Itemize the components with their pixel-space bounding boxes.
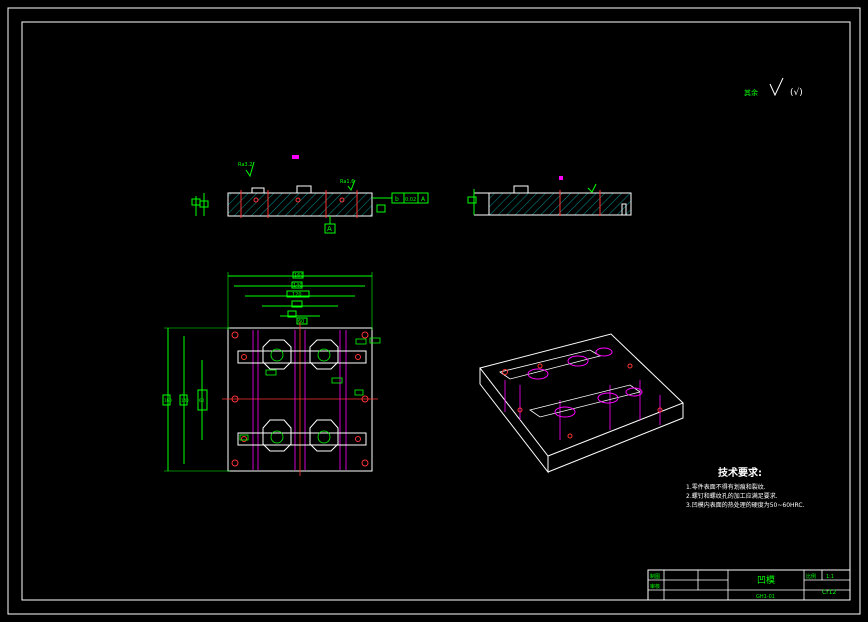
datum-label: A xyxy=(327,225,332,233)
front-section-step xyxy=(251,187,265,194)
surface-roughness-note: 其余 (√) xyxy=(744,77,803,98)
side-section-step xyxy=(513,185,529,194)
tech-item: 3.凹模内表面的热处理的硬度为50~60HRC. xyxy=(686,501,805,509)
title-block-frame xyxy=(647,569,851,601)
side-slot xyxy=(621,203,627,216)
dim-box xyxy=(467,196,477,204)
drawing-number: GH1-01 xyxy=(756,594,775,600)
datum-box xyxy=(324,223,336,234)
title-block: 制图 审核 凹模 比例 1:1 GH1-01 Cr12 xyxy=(647,569,851,601)
note-marker xyxy=(559,176,563,180)
dim-text: 60 xyxy=(199,398,205,403)
row-label: 审核 xyxy=(650,583,660,590)
dim-box xyxy=(179,394,188,406)
note-marker xyxy=(292,155,299,159)
material: Cr12 xyxy=(822,589,836,596)
iso-cavities xyxy=(527,347,643,418)
front-section-step xyxy=(296,185,312,194)
roughness-label: Ra3.2 xyxy=(238,162,252,168)
dim-box xyxy=(296,317,308,325)
iso-slots xyxy=(499,349,641,418)
plan-holes xyxy=(231,331,369,467)
dim-box xyxy=(197,389,208,411)
isometric-view xyxy=(479,333,684,474)
scale-value: 1:1 xyxy=(826,574,834,580)
tech-title: 技术要求: xyxy=(718,466,762,479)
title-block-grid xyxy=(648,570,850,600)
roughness-check-icon xyxy=(587,183,597,193)
iso-holes xyxy=(502,363,663,439)
dim-text: 140 xyxy=(293,283,303,289)
dim-text: 120 xyxy=(292,292,302,298)
roughness-check-icon xyxy=(769,77,784,97)
dim-text: 160 xyxy=(294,273,304,279)
dim-text: 60 xyxy=(298,319,304,325)
iso-front-face xyxy=(547,403,684,473)
part-name: 凹模 xyxy=(757,575,775,586)
side-section-view xyxy=(467,176,632,216)
front-hole xyxy=(339,197,345,203)
row-label: 制图 xyxy=(650,573,660,580)
front-section-view: Ra3.2 Ra1.6 b 0.02 A A xyxy=(191,155,429,234)
roughness-check-icon xyxy=(245,161,255,178)
dim-box xyxy=(162,394,171,406)
dim-box xyxy=(292,271,304,279)
roughness-check-icon xyxy=(347,179,356,192)
dim-box xyxy=(291,281,303,289)
plan-guide-lines xyxy=(252,330,347,470)
tolerance-symbol: b xyxy=(395,196,399,203)
plan-view: 160 140 120 60 160 140 60 xyxy=(162,271,381,476)
dim-box xyxy=(376,204,386,213)
front-hole xyxy=(295,197,301,203)
tolerance-value: 0.02 xyxy=(405,197,416,203)
front-section-body xyxy=(227,192,373,217)
upper-slot xyxy=(237,350,367,364)
plan-label-boxes xyxy=(239,337,381,441)
dim-box xyxy=(287,310,297,318)
scale-label: 比例 xyxy=(806,573,816,580)
iso-hidden-lines xyxy=(504,380,661,440)
dim-text: 160 xyxy=(164,398,172,403)
outer-frame xyxy=(7,7,861,615)
lower-slot xyxy=(237,432,367,446)
iso-left-face xyxy=(479,368,549,474)
dim-box xyxy=(199,200,209,208)
front-hole xyxy=(253,197,259,203)
roughness-paren-label: (√) xyxy=(790,87,803,98)
tolerance-datum: A xyxy=(421,196,426,203)
dim-box xyxy=(291,300,303,308)
roughness-label: Ra1.6 xyxy=(340,179,354,185)
inner-frame xyxy=(21,21,851,601)
tech-item: 2.螺钉和螺纹孔的加工应满足要求. xyxy=(686,492,778,500)
dim-box xyxy=(286,290,310,298)
cavity-group xyxy=(262,339,339,452)
cavity-inner-group xyxy=(270,348,331,444)
tech-item: 1.零件表面不得有划痕和裂纹. xyxy=(686,483,766,491)
tech-requirements: 技术要求: 1.零件表面不得有划痕和裂纹. 2.螺钉和螺纹孔的加工应满足要求. … xyxy=(686,466,805,509)
roughness-note-label: 其余 xyxy=(744,88,758,97)
dim-text: 140 xyxy=(181,398,189,403)
